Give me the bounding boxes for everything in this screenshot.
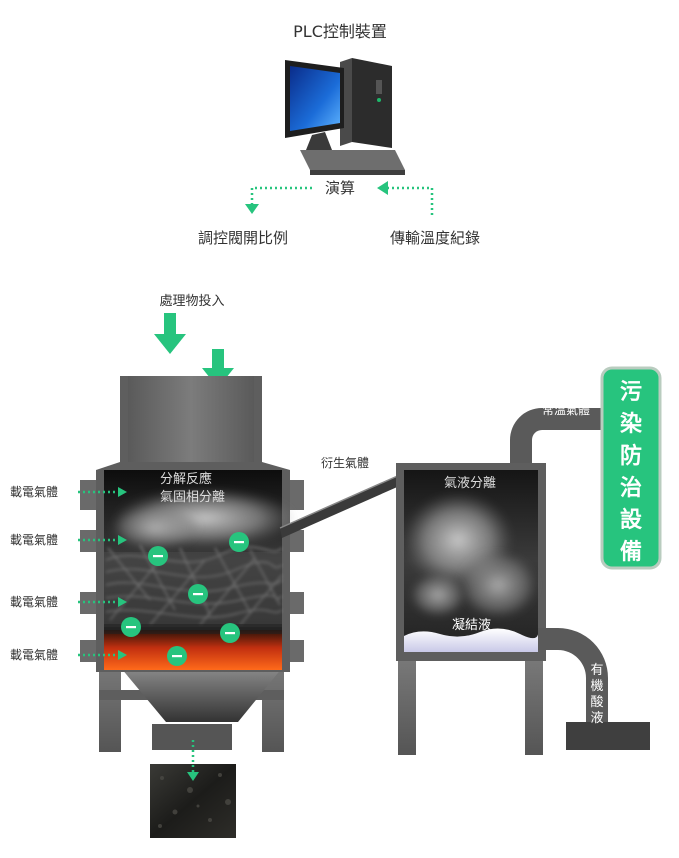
charged-gas-label: 載電氣體	[10, 533, 58, 547]
svg-text:防: 防	[620, 444, 642, 469]
separator	[396, 463, 546, 755]
svg-text:有: 有	[590, 663, 603, 678]
input-label: 處理物投入	[159, 293, 224, 309]
electron-icon	[188, 584, 208, 604]
arrow-to-valve	[250, 186, 312, 205]
electron-icon	[148, 546, 168, 566]
svg-text:機: 機	[590, 679, 603, 694]
pollution-control-label: 污 染 防 治 設 備	[620, 380, 643, 565]
temperature-label: 傳輸溫度紀錄	[390, 229, 480, 247]
arrow-left-icon	[377, 181, 388, 195]
svg-text:液: 液	[590, 711, 603, 726]
input-arrow-icon	[154, 313, 186, 354]
reactor	[80, 376, 304, 752]
derived-gas-label: 衍生氣體	[321, 456, 369, 470]
arrow-from-temperature	[388, 186, 434, 215]
arrow-down-icon	[245, 204, 259, 214]
arrow-right-icon	[118, 487, 127, 497]
organic-acid-label: 有 機 酸 液	[590, 663, 603, 726]
electron-icon	[167, 646, 187, 666]
valve-label: 調控閥開比例	[198, 229, 288, 247]
arrow-right-icon	[118, 597, 127, 607]
svg-text:染: 染	[620, 411, 642, 437]
charged-gas-label: 載電氣體	[10, 485, 58, 499]
electrons	[121, 532, 249, 666]
residue-texture	[158, 773, 231, 828]
charged-gas-label: 載電氣體	[10, 648, 58, 662]
acid-collector	[566, 722, 650, 750]
svg-text:酸: 酸	[590, 695, 603, 710]
arrow-right-icon	[118, 650, 127, 660]
svg-text:治: 治	[620, 475, 642, 501]
electron-icon	[220, 623, 240, 643]
room-temp-gas-pipe	[510, 408, 608, 463]
electron-icon	[121, 617, 141, 637]
room-temp-gas-label: 常溫氣體	[542, 403, 590, 417]
derived-gas-pipe	[280, 474, 404, 538]
svg-text:污: 污	[620, 380, 642, 405]
svg-text:設: 設	[620, 507, 643, 533]
svg-text:備: 備	[620, 539, 642, 565]
charged-gas-inputs: 載電氣體 載電氣體 載電氣體 載電氣體	[10, 485, 127, 662]
arrow-down-icon	[187, 772, 199, 781]
plc-title: PLC控制裝置	[293, 22, 387, 41]
condensate-label: 凝結液	[452, 617, 491, 633]
reactor-line1: 分解反應	[160, 471, 212, 487]
computer-icon	[285, 58, 405, 175]
reactor-line2: 氣固相分離	[160, 490, 225, 505]
electron-icon	[229, 532, 249, 552]
compute-label: 演算	[325, 179, 355, 197]
pollution-control-box	[600, 366, 662, 570]
acid-outlet-pipe	[538, 628, 608, 722]
separator-title: 氣液分離	[444, 476, 496, 491]
arrow-right-icon	[118, 535, 127, 545]
charged-gas-label: 載電氣體	[10, 595, 58, 609]
